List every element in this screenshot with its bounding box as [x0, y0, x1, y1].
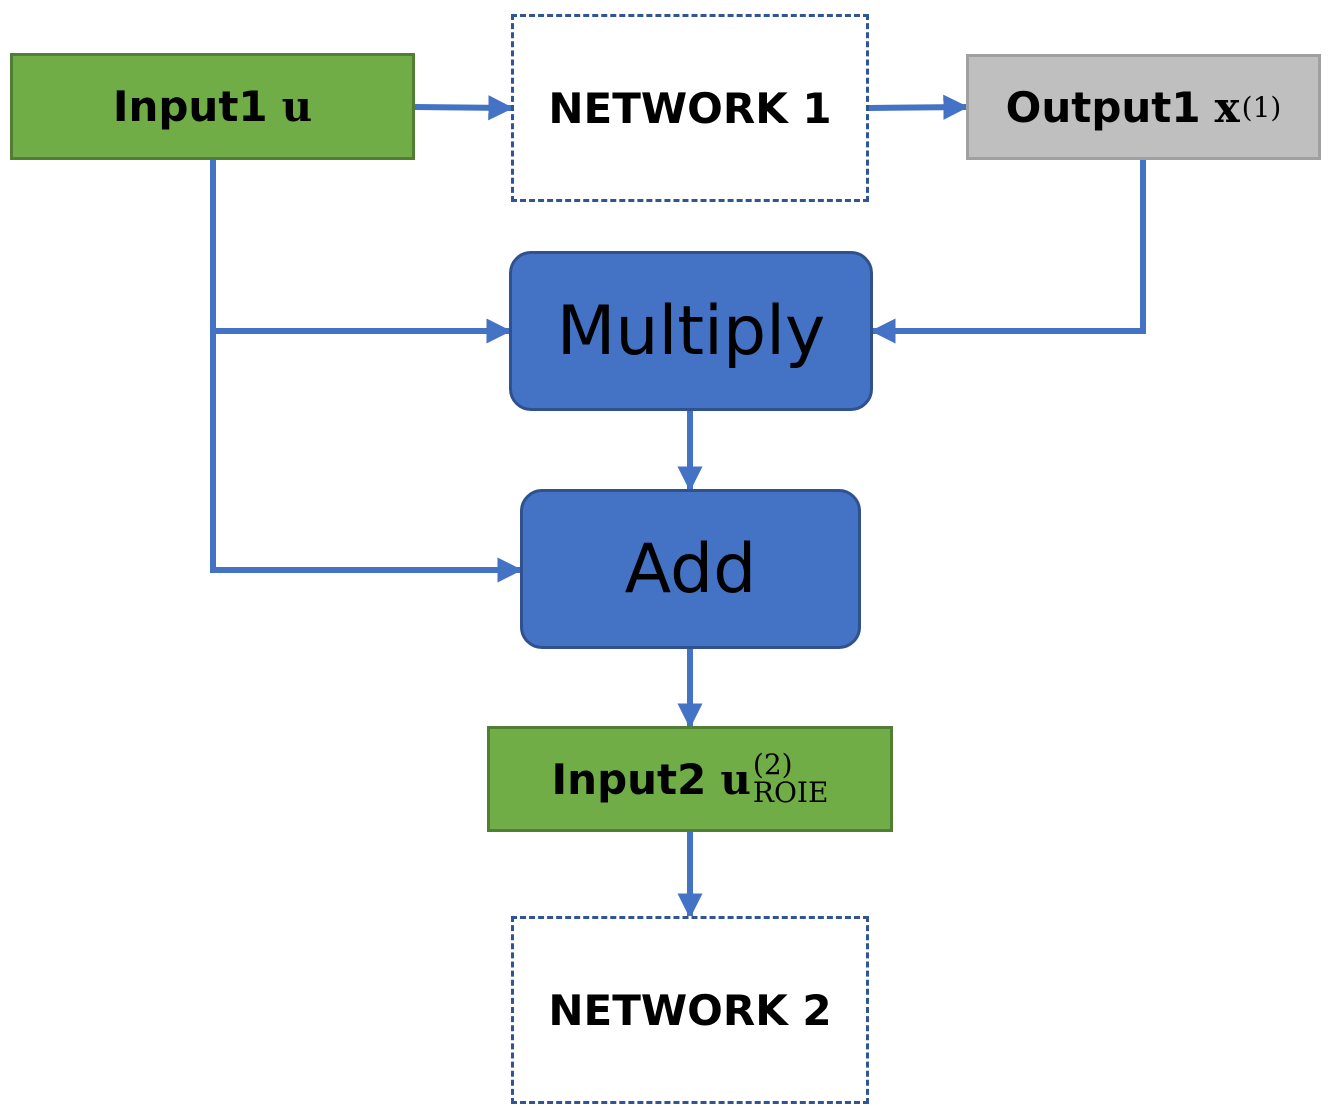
input2-node: Input2 u (2) ROIE: [487, 726, 893, 832]
arrow-network1-to-output1: [868, 94, 969, 120]
input1-symbol: u: [281, 82, 313, 131]
input2-symbol: u: [720, 754, 751, 804]
input1-node: Input1 u: [10, 53, 415, 160]
add-node: Add: [520, 489, 861, 649]
output1-node: Output1 x (1): [966, 54, 1321, 160]
arrow-output1-to-multiply: [870, 160, 1146, 344]
line-input1-trunk: [210, 160, 523, 583]
multiply-node: Multiply: [509, 251, 873, 411]
network1-node: NETWORK 1: [511, 14, 869, 202]
add-label: Add: [624, 529, 757, 609]
multiply-label: Multiply: [556, 291, 826, 371]
input2-label: Input2: [551, 754, 707, 804]
output1-superscript: (1): [1241, 90, 1282, 124]
network1-label: NETWORK 1: [548, 83, 832, 133]
output1-symbol: x: [1214, 82, 1240, 132]
input1-label: Input1: [112, 82, 268, 131]
input2-indices: (2) ROIE: [753, 751, 829, 807]
arrow-input1-to-network1: [414, 95, 514, 121]
network2-label: NETWORK 2: [548, 985, 832, 1035]
input2-superscript: (2): [752, 748, 793, 781]
network2-node: NETWORK 2: [511, 916, 869, 1104]
output1-label: Output1: [1005, 82, 1201, 132]
input2-subscript: ROIE: [752, 776, 829, 809]
